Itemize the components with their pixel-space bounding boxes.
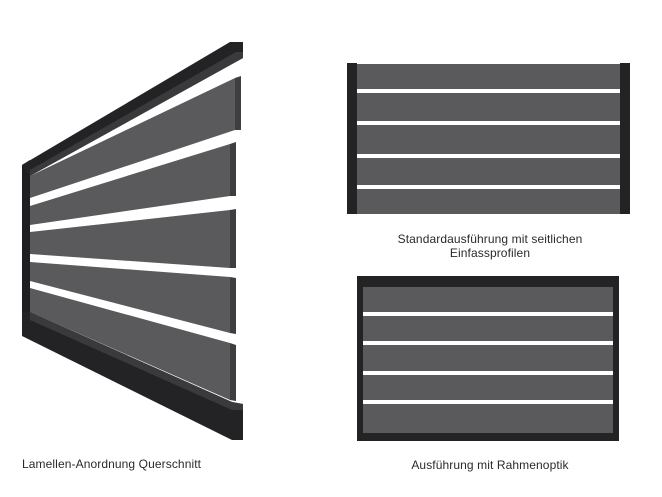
caption-perspective: Lamellen-Anordnung Querschnitt bbox=[22, 457, 202, 471]
gap-1 bbox=[357, 89, 620, 93]
frame-gap-4 bbox=[363, 400, 613, 404]
slat-5-edge bbox=[230, 343, 236, 401]
slat-2 bbox=[30, 144, 230, 225]
bottom-profile bbox=[22, 312, 243, 440]
slat-3-edge bbox=[230, 209, 236, 268]
caption-frame: Ausführung mit Rahmenoptik bbox=[411, 458, 569, 472]
frame-slat-field bbox=[363, 287, 613, 433]
slat-4-edge bbox=[230, 277, 236, 334]
top-profile-highlight bbox=[30, 52, 243, 176]
frame-gap-1 bbox=[363, 312, 613, 316]
top-profile bbox=[22, 42, 243, 176]
slat-1 bbox=[30, 78, 235, 198]
caption-standard-line1: Standardausführung mit seitlichen bbox=[397, 232, 583, 246]
right-side-profile bbox=[620, 63, 630, 214]
standard-version-panel bbox=[347, 63, 630, 214]
slat-4 bbox=[30, 262, 230, 333]
gap-2 bbox=[357, 121, 620, 125]
left-side-profile bbox=[347, 63, 357, 214]
left-end-profile bbox=[22, 160, 30, 336]
frame-gap-3 bbox=[363, 371, 613, 375]
slat-3 bbox=[30, 210, 230, 268]
frame-gap-2 bbox=[363, 341, 613, 345]
slat-5 bbox=[30, 288, 230, 400]
gap-4 bbox=[357, 185, 620, 189]
perspective-fence-panel bbox=[22, 42, 243, 440]
caption-standard-line2: Einfassprofilen bbox=[449, 246, 531, 260]
slat-field bbox=[357, 64, 620, 214]
frame-version-panel bbox=[357, 276, 619, 441]
slat-1-edge bbox=[235, 76, 241, 130]
slat-2-edge bbox=[230, 142, 236, 196]
caption-standard: Standardausführung mit seitlichen Einfas… bbox=[360, 232, 620, 260]
bottom-profile-highlight bbox=[30, 312, 243, 410]
gap-3 bbox=[357, 154, 620, 158]
